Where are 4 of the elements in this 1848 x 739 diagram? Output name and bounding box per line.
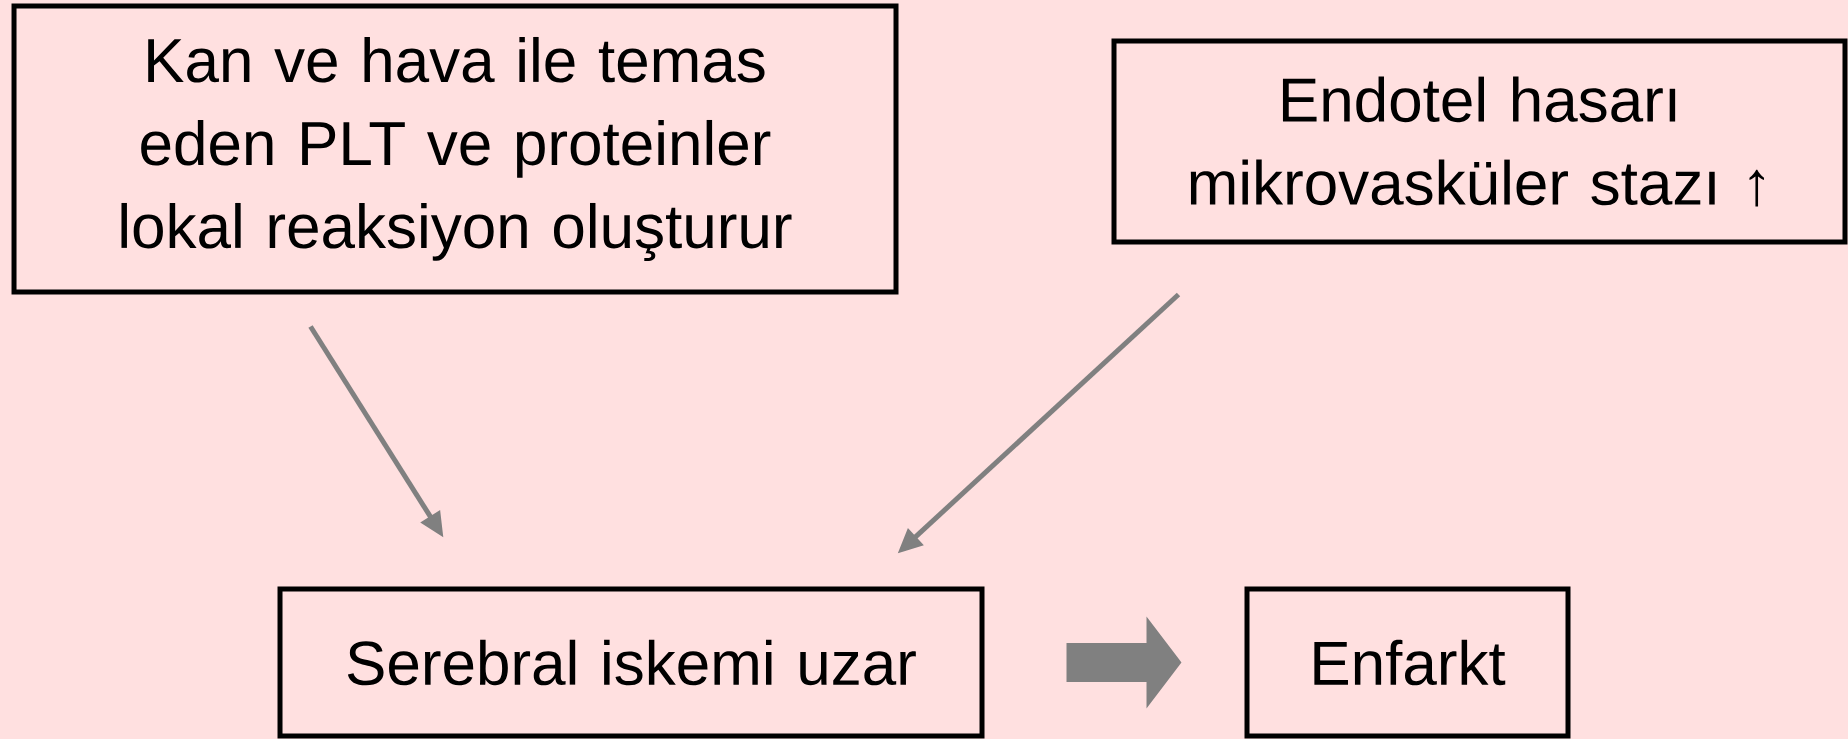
text-box: Kan ve hava ile temas eden PLT ve proteinler lokal reaksiyon oluşturur	[11, 3, 899, 295]
text-box: Endotel hasarı mikrovasküler stazı ↑	[1111, 38, 1848, 245]
text-box: Enfarkt	[1244, 586, 1571, 739]
text-box: Serebral iskemi uzar	[277, 586, 985, 739]
